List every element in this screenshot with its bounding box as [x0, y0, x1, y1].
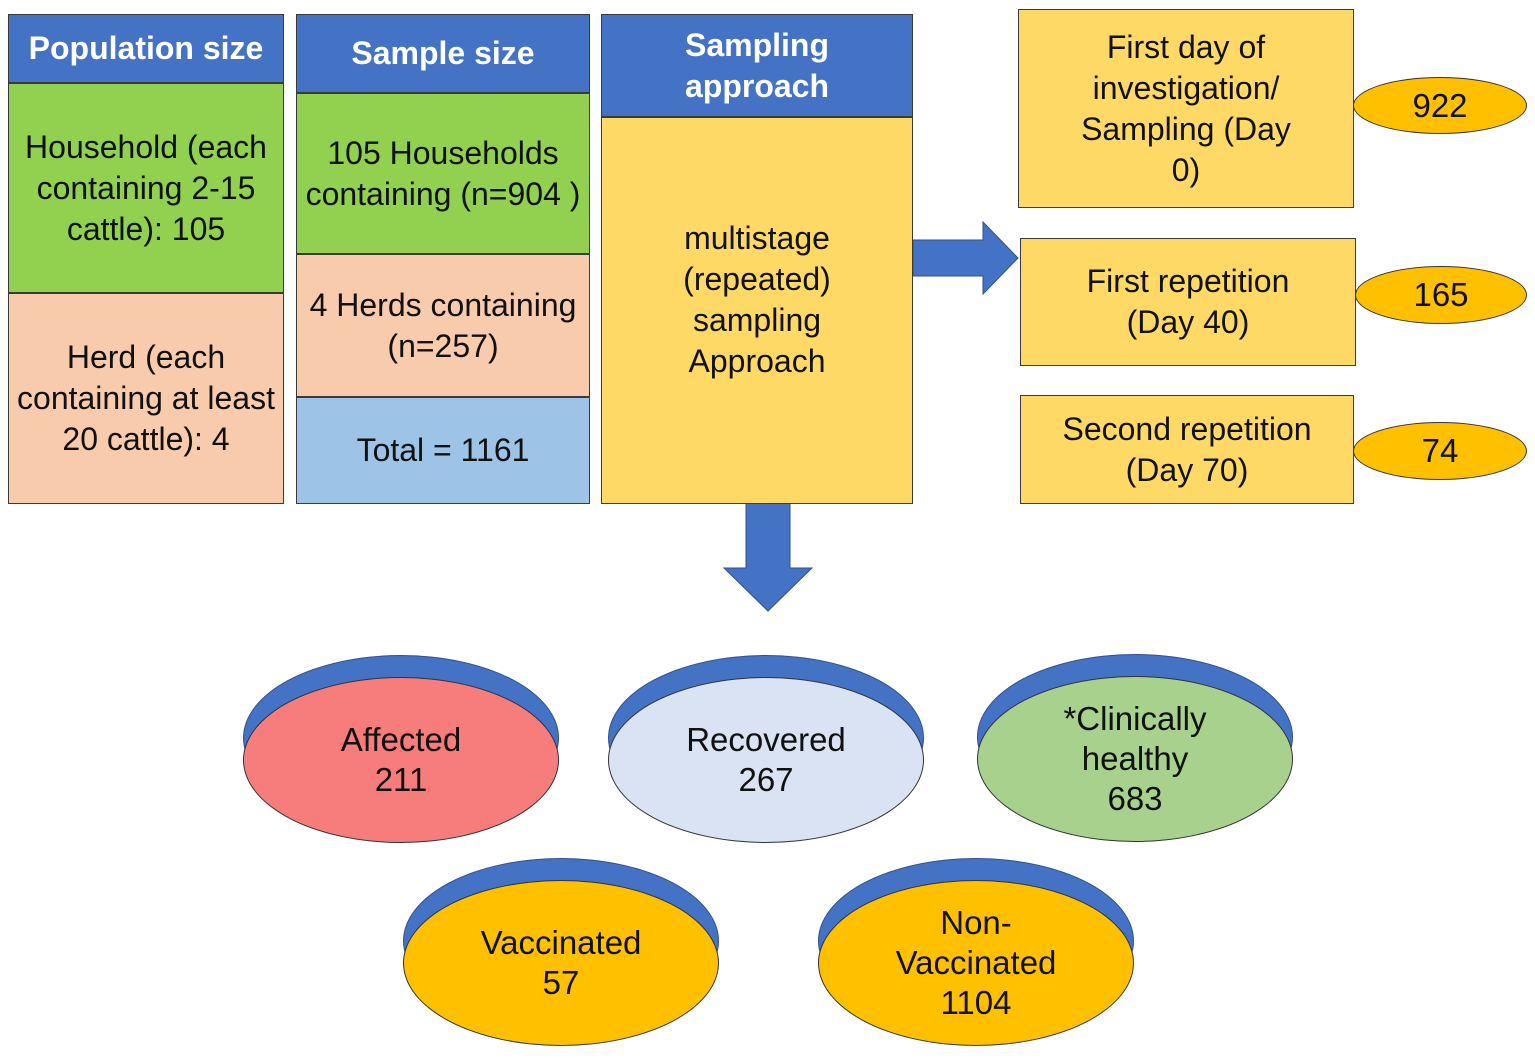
timeline-day0-box: First day of investigation/ Sampling (Da…	[1018, 9, 1354, 208]
affected-label: Affected	[340, 721, 462, 758]
sample-herds-box: 4 Herds containing (n=257)	[296, 254, 590, 397]
vaccinated-label: Vaccinated	[480, 924, 642, 961]
timeline-day70-count: 74	[1353, 422, 1527, 480]
timeline-day0-text: First day of investigation/ Sampling (Da…	[1081, 28, 1291, 188]
timeline-day70-count-text: 74	[1421, 432, 1459, 469]
vaccinated-oval: Vaccinated 57	[403, 858, 719, 1046]
population-herd-text: Herd (each containing at least 20 cattle…	[17, 339, 275, 457]
sample-households-box: 105 Households containing (n=904 )	[296, 93, 590, 254]
timeline-day0-count-text: 922	[1412, 86, 1468, 124]
affected-oval: Affected 211	[243, 655, 559, 843]
sample-size-header-text: Sample size	[351, 35, 535, 71]
population-size-header: Population size	[8, 14, 284, 83]
sampling-approach-body-text: multistage (repeated) sampling Approach	[683, 220, 831, 379]
timeline-day40-text: First repetition (Day 40)	[1086, 263, 1290, 340]
timeline-day0-count: 922	[1353, 77, 1527, 134]
population-household-box: Household (each containing 2-15 cattle):…	[8, 83, 284, 293]
down-arrow	[722, 502, 814, 612]
sample-households-text: 105 Households containing (n=904 )	[305, 134, 581, 212]
recovered-oval: Recovered 267	[608, 655, 924, 843]
sample-herds-text: 4 Herds containing (n=257)	[309, 286, 577, 364]
healthy-oval: *Clinically healthy 683	[977, 654, 1293, 842]
population-size-header-text: Population size	[28, 30, 264, 66]
affected-oval-face: Affected 211	[243, 677, 559, 843]
non-vaccinated-count: 1104	[940, 984, 1012, 1021]
population-herd-box: Herd (each containing at least 20 cattle…	[8, 293, 284, 504]
recovered-count: 267	[738, 761, 794, 798]
sample-size-header: Sample size	[296, 14, 590, 93]
sample-total-text: Total = 1161	[356, 432, 530, 468]
timeline-day40-box: First repetition (Day 40)	[1020, 238, 1356, 366]
vaccinated-count: 57	[542, 964, 580, 1001]
population-household-text: Household (each containing 2-15 cattle):…	[25, 128, 267, 247]
timeline-day70-box: Second repetition (Day 70)	[1020, 395, 1354, 504]
non-vaccinated-label: Non-Vaccinated	[895, 904, 1057, 981]
non-vaccinated-oval: Non-Vaccinated 1104	[818, 858, 1134, 1046]
recovered-oval-face: Recovered 267	[608, 677, 924, 843]
sampling-approach-body: multistage (repeated) sampling Approach	[601, 117, 913, 504]
affected-count: 211	[374, 761, 428, 798]
healthy-label: *Clinically healthy	[1063, 700, 1207, 777]
right-arrow	[912, 220, 1019, 296]
sampling-approach-header: Sampling approach	[601, 14, 913, 117]
sample-total-box: Total = 1161	[296, 397, 590, 504]
timeline-day70-text: Second repetition (Day 70)	[1062, 410, 1312, 488]
timeline-day40-count: 165	[1355, 266, 1527, 324]
vaccinated-oval-face: Vaccinated 57	[403, 880, 719, 1046]
timeline-day40-count-text: 165	[1413, 276, 1469, 313]
recovered-label: Recovered	[686, 721, 846, 758]
sampling-approach-header-text: Sampling approach	[684, 26, 830, 104]
healthy-oval-face: *Clinically healthy 683	[977, 676, 1293, 842]
non-vaccinated-oval-face: Non-Vaccinated 1104	[818, 880, 1134, 1046]
healthy-count: 683	[1107, 780, 1163, 817]
